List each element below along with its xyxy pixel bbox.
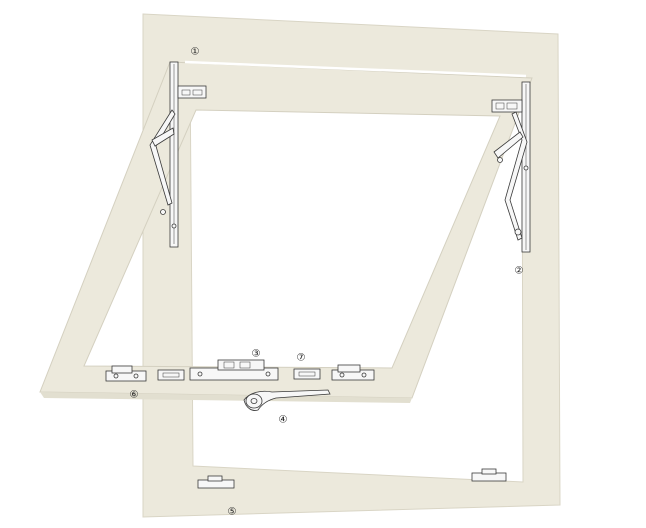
callout-4-label: ④: [279, 415, 288, 426]
callout-3: ③: [252, 349, 261, 360]
callout-7: ⑦: [297, 353, 306, 364]
callouts: ① ② ③ ④ ⑤ ⑥ ⑦: [130, 47, 524, 518]
right-friction-stay: [491, 81, 531, 253]
left-stay-arm: [149, 109, 176, 206]
window-handle: [243, 389, 331, 411]
callout-5-label: ⑤: [228, 507, 237, 518]
frame-bottom-keepers: [197, 468, 507, 489]
callout-5: ⑤: [228, 507, 237, 518]
callout-6-label: ⑥: [130, 390, 139, 401]
right-stay-arm: [504, 111, 528, 241]
callout-1: ①: [191, 47, 200, 58]
open-sash: [39, 60, 533, 403]
handle-lever: [243, 389, 331, 411]
sash-bottom-hardware: [105, 359, 375, 382]
callout-7-label: ⑦: [297, 353, 306, 364]
open-sash-top-groove: [184, 60, 527, 78]
left-friction-stay: [149, 61, 207, 248]
callout-1-label: ①: [191, 47, 200, 58]
callout-2-label: ②: [515, 266, 524, 277]
callout-2: ②: [515, 266, 524, 277]
open-sash-body: [39, 61, 533, 399]
callout-6: ⑥: [130, 390, 139, 401]
open-sash-edge: [40, 392, 412, 403]
callout-3-label: ③: [252, 349, 261, 360]
callout-4: ④: [279, 415, 288, 426]
